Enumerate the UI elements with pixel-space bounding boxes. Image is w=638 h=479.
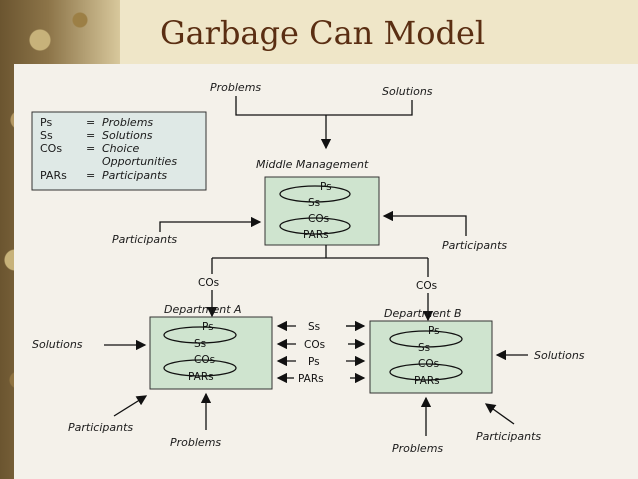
middle-management-label: Middle Management — [256, 158, 369, 171]
dept-a-item-ps: Ps — [202, 321, 214, 333]
cos-left-bg — [194, 274, 226, 290]
participants-bottom-b-label: Participants — [476, 430, 541, 443]
middle-loop-top — [279, 185, 351, 203]
dept-b-loop-top — [389, 330, 463, 348]
dept-a-loop-top — [163, 326, 237, 344]
legend-meaning-2: Solutions — [102, 129, 153, 142]
legend-eq-5: = — [86, 169, 95, 182]
slide-title: Garbage Can Model — [160, 14, 486, 52]
participants-left-label: Participants — [112, 233, 177, 246]
cos-right-label: COs — [416, 280, 437, 292]
top-solutions-label: Solutions — [382, 85, 433, 98]
legend-eq-2: = — [86, 129, 95, 142]
department-b-title: Department B — [384, 307, 462, 320]
problems-bottom-a-label: Problems — [170, 436, 221, 449]
dept-b-loop-bottom — [389, 363, 463, 381]
dept-b-item-pars: PARs — [414, 375, 440, 387]
exchange-cos: COs — [304, 339, 325, 351]
participants-right-label: Participants — [442, 239, 507, 252]
dept-a-loop-bottom — [163, 359, 237, 377]
split-line — [212, 245, 428, 259]
legend-meaning-4: Opportunities — [102, 155, 177, 168]
legend-eq-3: = — [86, 142, 95, 155]
department-a-box — [149, 316, 273, 390]
dept-b-item-ss: Ss — [418, 342, 430, 354]
solutions-right-label: Solutions — [534, 349, 585, 362]
middle-item-ss: Ss — [308, 197, 320, 209]
top-problems-label: Problems — [210, 81, 261, 94]
participants-bottom-a-arrow — [113, 395, 148, 417]
middle-item-ps: Ps — [320, 181, 332, 193]
legend-eq-1: = — [86, 116, 95, 129]
dept-a-item-ss: Ss — [194, 338, 206, 350]
cos-right-bg — [412, 277, 444, 293]
legend-meaning-1: Problems — [102, 116, 153, 129]
legend-box — [31, 111, 207, 191]
middle-item-cos: COs — [308, 213, 329, 225]
department-b-box — [369, 320, 493, 394]
department-a-title: Department A — [164, 303, 242, 316]
middle-loop-bottom — [279, 217, 351, 235]
exchange-pars: PARs — [298, 373, 324, 385]
participants-bottom-a-label: Participants — [68, 421, 133, 434]
participants-bottom-b-arrow — [484, 403, 515, 425]
dept-b-item-cos: COs — [418, 358, 439, 370]
legend-meaning-5: Participants — [102, 169, 167, 182]
legend-abbr-1: Ps — [40, 116, 52, 129]
participants-left-arrow — [159, 216, 262, 232]
legend-abbr-2: Ss — [40, 129, 53, 142]
exchange-ss: Ss — [308, 321, 320, 333]
dept-a-item-cos: COs — [194, 354, 215, 366]
dept-a-item-pars: PARs — [188, 371, 214, 383]
exchange-ps: Ps — [308, 356, 320, 368]
legend-abbr-5: PARs — [40, 169, 67, 182]
participants-right-arrow — [382, 210, 467, 236]
problems-bottom-b-label: Problems — [392, 442, 443, 455]
solutions-left-label: Solutions — [32, 338, 83, 351]
dept-b-item-ps: Ps — [428, 325, 440, 337]
cos-left-label: COs — [198, 277, 219, 289]
garbage-can-model-diagram: Ps = Problems Ss = Solutions COs = Choic… — [31, 81, 585, 455]
middle-item-pars: PARs — [303, 229, 329, 241]
top-merge-line — [235, 96, 413, 116]
legend-abbr-3: COs — [40, 142, 62, 155]
legend-meaning-3: Choice — [102, 142, 139, 155]
